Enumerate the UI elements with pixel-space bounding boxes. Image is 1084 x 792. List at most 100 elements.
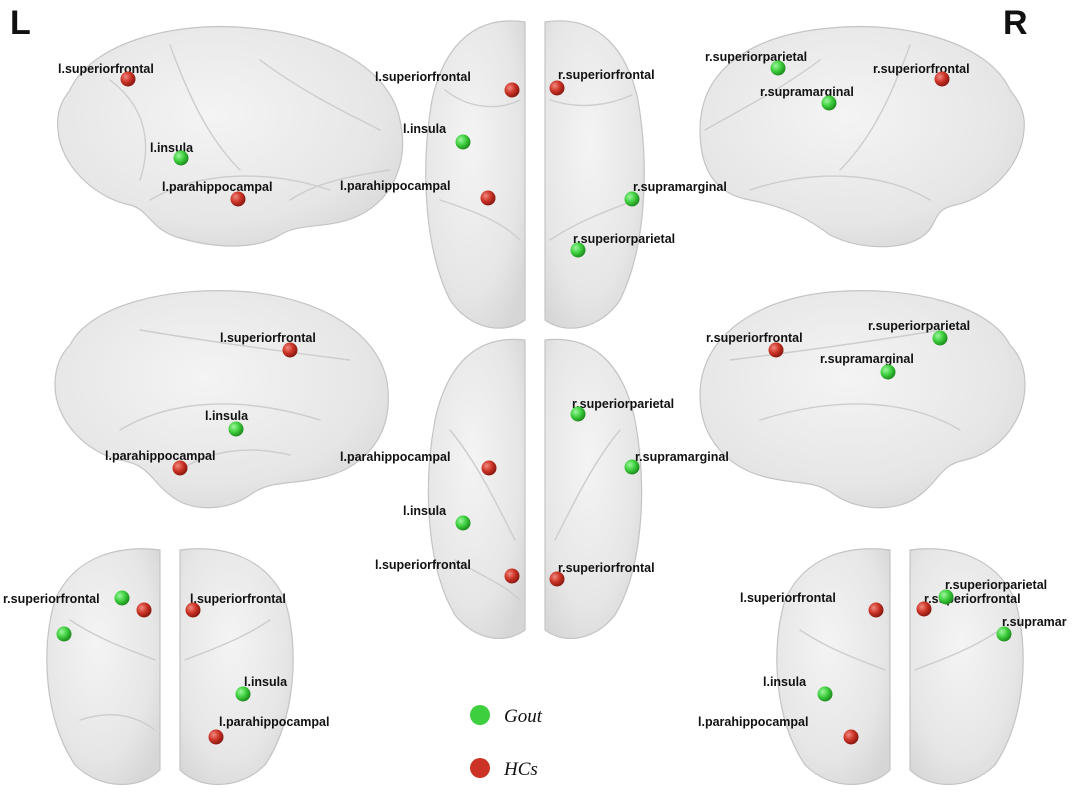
legend-swatch-hcs (470, 758, 490, 778)
sulcus-line (749, 175, 931, 201)
node-label: l.superiorfrontal (58, 62, 154, 76)
node-gout (817, 686, 833, 702)
sulcus-line (259, 59, 381, 131)
node-hcs (916, 601, 932, 617)
anterior-view (46, 548, 294, 786)
node-gout (996, 626, 1012, 642)
node-hcs (868, 602, 884, 618)
sulcus-line (119, 403, 321, 431)
node-label: l.parahippocampal (340, 179, 450, 193)
node-label: r.superiorparietal (572, 397, 674, 411)
node-hcs (768, 342, 784, 358)
node-hcs (282, 342, 298, 358)
node-label: r.superiorfrontal (558, 561, 655, 575)
node-hcs (549, 80, 565, 96)
posterior-view (776, 548, 1024, 786)
node-gout (228, 421, 244, 437)
node-hcs (504, 568, 520, 584)
brain-surface (54, 290, 389, 509)
sulcus-line (79, 714, 156, 731)
node-gout (173, 150, 189, 166)
brain-surface (427, 338, 526, 639)
node-label: l.insula (150, 141, 194, 155)
node-label: r.superiorparietal (868, 319, 970, 333)
right-medial-view (54, 290, 389, 509)
node-label: l.insula (403, 504, 447, 518)
node-gout (938, 589, 954, 605)
node-hcs (172, 460, 188, 476)
node-gout (770, 60, 786, 76)
node-label: l.insula (205, 409, 249, 423)
node-label: l.superiorfrontal (220, 331, 316, 345)
left-medial-view (699, 290, 1026, 509)
node-gout (114, 590, 130, 606)
legend-label-gout: Gout (504, 706, 543, 727)
node-label: r.supramarginal (760, 85, 854, 99)
node-gout (624, 459, 640, 475)
sulcus-line (449, 429, 516, 541)
brain-surface (179, 548, 294, 786)
node-hcs (504, 82, 520, 98)
node-label: l.insula (403, 122, 447, 136)
left-hemisphere-letter: L (10, 4, 31, 42)
sulcus-line (914, 629, 1001, 671)
node-label: r.superiorfrontal (3, 592, 100, 606)
node-gout (570, 406, 586, 422)
sulcus-line (149, 175, 331, 201)
node-label: l.parahippocampal (698, 715, 808, 729)
brain-surface (776, 548, 891, 786)
node-label: r.supramar (1002, 615, 1067, 629)
node-hcs (208, 729, 224, 745)
brain-surface (57, 25, 404, 247)
node-gout (570, 242, 586, 258)
legend-label-hcs: HCs (503, 759, 538, 780)
node-label: l.insula (244, 675, 288, 689)
node-label: r.superiorparietal (573, 232, 675, 246)
node-gout (932, 330, 948, 346)
sulcus-line (444, 89, 521, 108)
node-gout (455, 515, 471, 531)
node-gout (624, 191, 640, 207)
brain-surface (544, 20, 645, 329)
sulcus-line (109, 79, 147, 181)
sulcus-line (759, 403, 961, 431)
node-label: r.supramarginal (635, 450, 729, 464)
right-hemisphere-letter: R (1003, 4, 1028, 42)
node-gout (455, 134, 471, 150)
node-hcs (934, 71, 950, 87)
brain-surface (544, 338, 643, 639)
node-label: r.superiorparietal (705, 50, 807, 64)
dorsal-view (425, 20, 645, 329)
node-label: l.insula (763, 675, 807, 689)
node-gout (880, 364, 896, 380)
node-label: l.superiorfrontal (375, 70, 471, 84)
brain-surface (909, 548, 1024, 786)
node-hcs (549, 571, 565, 587)
node-hcs (185, 602, 201, 618)
brain-surface (699, 290, 1026, 509)
sulcus-line (729, 329, 941, 361)
brain-surface (425, 20, 526, 329)
legend: Gout HCs (470, 705, 543, 780)
sulcus-line (549, 94, 633, 107)
node-label: l.parahippocampal (105, 449, 215, 463)
sulcus-line (554, 429, 621, 541)
ventral-view (427, 338, 643, 639)
sulcus-line (139, 329, 351, 361)
node-label: l.parahippocampal (219, 715, 329, 729)
node-label: l.superiorfrontal (740, 591, 836, 605)
node-gout (235, 686, 251, 702)
node-hcs (481, 460, 497, 476)
node-label: l.parahippocampal (340, 450, 450, 464)
node-label: r.superiorparietal (945, 578, 1047, 592)
brain-surface (46, 548, 161, 786)
node-label: l.superiorfrontal (190, 592, 286, 606)
sulcus-line (439, 199, 521, 241)
legend-swatch-gout (470, 705, 490, 725)
left-lateral-view (57, 25, 404, 247)
node-label: r.superiorfrontal (558, 68, 655, 82)
sulcus-line (704, 59, 821, 131)
node-label: r.supramarginal (820, 352, 914, 366)
node-label: r.supramarginal (633, 180, 727, 194)
